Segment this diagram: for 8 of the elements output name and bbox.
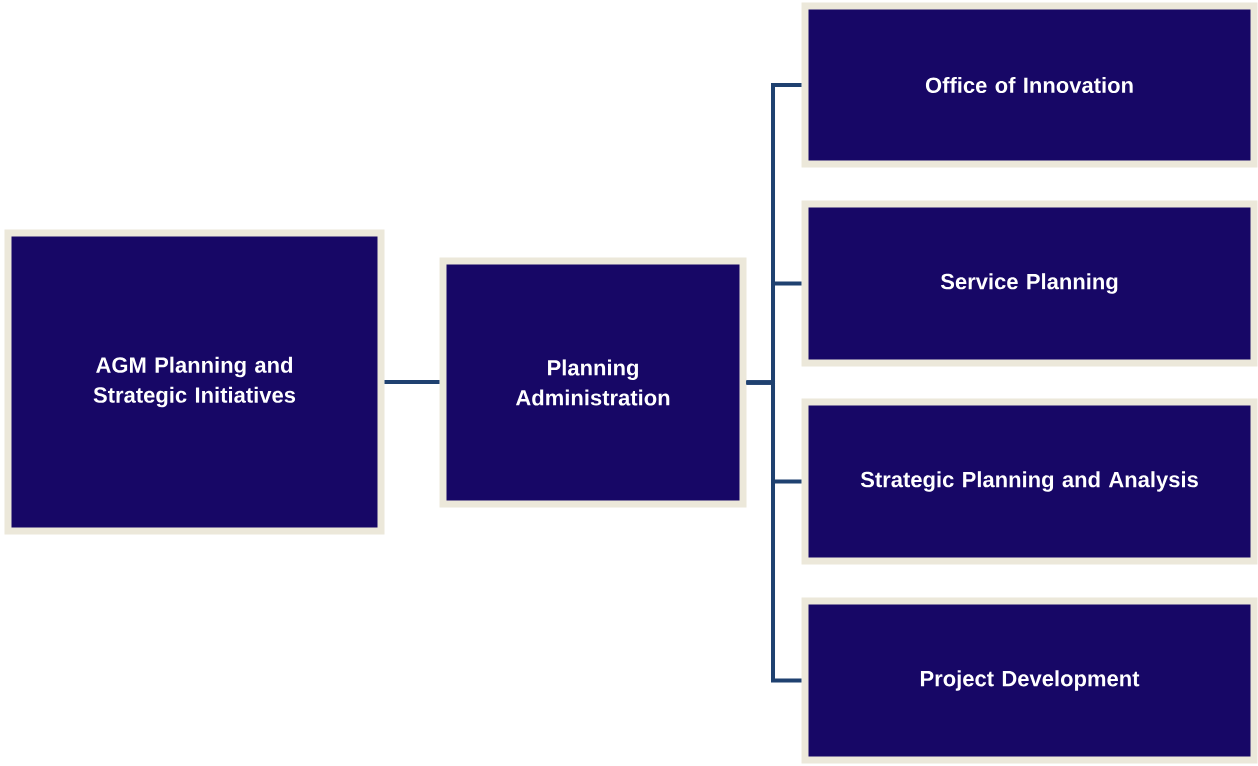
org-box: Service Planning: [801, 200, 1258, 367]
org-box: AGM Planning and Strategic Initiatives: [4, 229, 385, 535]
connector-line: [746, 380, 802, 683]
connector-line: [384, 380, 440, 384]
org-box: Office of Innovation: [801, 2, 1258, 168]
org-box: Project Development: [801, 597, 1258, 764]
org-box: Strategic Planning and Analysis: [801, 398, 1258, 565]
org-box: Planning Administration: [439, 257, 747, 508]
